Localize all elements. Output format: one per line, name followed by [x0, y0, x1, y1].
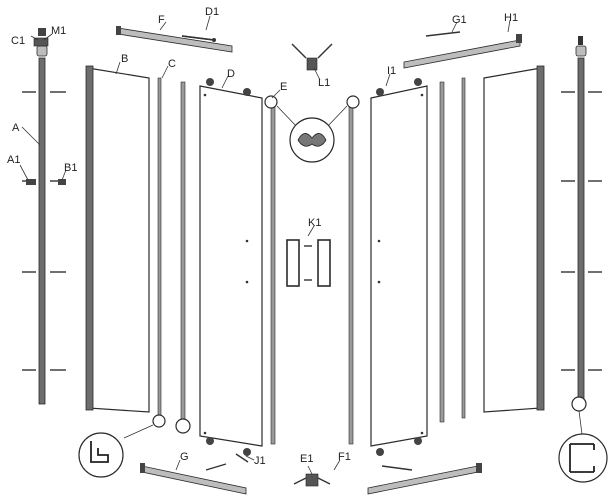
sliding-door-right [370, 78, 428, 456]
label-m1: M1 [51, 25, 66, 37]
label-c1: C1 [11, 35, 25, 47]
part-b-fixed-glass-panel-left [85, 65, 150, 413]
label-g: G [180, 451, 189, 463]
label-e: E [280, 81, 287, 93]
label-d: D [227, 68, 235, 80]
label-f1: F1 [338, 451, 351, 463]
label-g1: G1 [452, 14, 467, 26]
label-b: B [121, 53, 128, 65]
label-l1: L1 [318, 77, 330, 89]
fixed-glass-panel-right [483, 65, 545, 413]
label-e1: E1 [300, 453, 313, 465]
part-d-sliding-door-left [199, 78, 263, 456]
label-f: F [158, 14, 165, 26]
part-l1-connector-bracket [291, 43, 333, 71]
label-d1: D1 [205, 6, 219, 18]
label-c: C [168, 58, 176, 70]
part-j1-wheel-screws [235, 453, 249, 463]
label-k1: K1 [308, 217, 321, 229]
wall-profile-right [561, 45, 602, 405]
part-labels: C1 M1 A A1 B1 B C D F D1 E L1 I1 G1 H1 K… [7, 6, 518, 467]
part-e1-bottom-connector [293, 473, 331, 487]
part-a-left-wall-profile [33, 37, 49, 405]
detail-circle-seal-profile [78, 414, 191, 478]
detail-circle-wall-profile [558, 396, 608, 483]
part-a1-wall-plug [26, 179, 36, 185]
part-g-bottom-rail-left [140, 463, 247, 495]
part-m1-cap [38, 28, 46, 36]
top-rail-right [403, 31, 522, 69]
label-j1: J1 [254, 455, 266, 467]
bottom-rail-right [367, 463, 482, 495]
label-a1: A1 [7, 154, 20, 166]
label-b1: B1 [64, 162, 77, 174]
part-d1-top-screws [181, 35, 216, 42]
seal-profiles-right [439, 77, 466, 423]
label-h1: H1 [504, 12, 518, 24]
detail-circle-corner-hinge [264, 95, 360, 163]
label-a: A [12, 122, 20, 134]
leader-lines [19, 15, 511, 475]
part-k1-door-handles [286, 239, 331, 287]
label-i1: I1 [387, 65, 396, 77]
part-c-seal-profiles-left [157, 77, 186, 423]
top-cap-right [578, 36, 583, 45]
